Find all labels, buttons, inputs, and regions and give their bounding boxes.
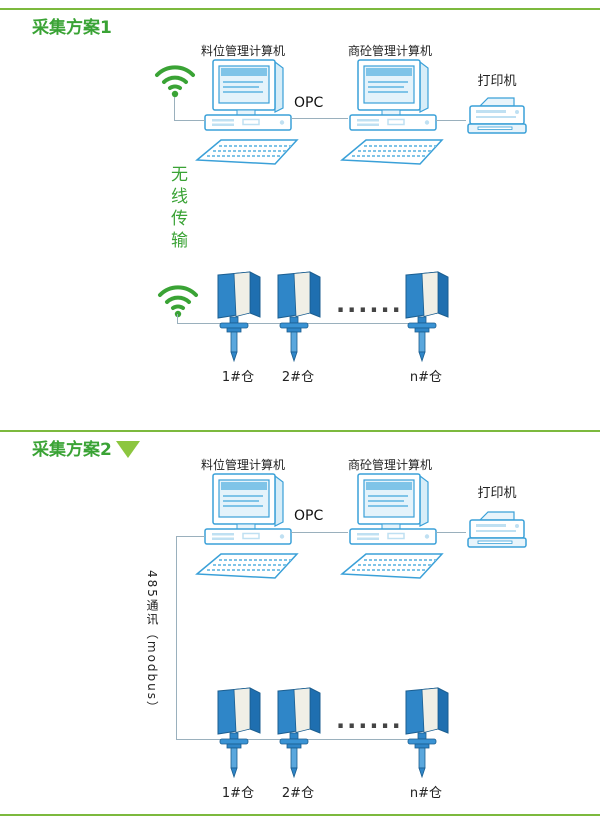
scheme2-computer2-label: 商砼管理计算机: [347, 458, 432, 472]
printer-link-line: [436, 532, 466, 533]
level-sensor-icon: [270, 684, 326, 779]
computer-icon: [193, 56, 303, 168]
bus-link-line: [176, 536, 205, 537]
scheme2-printer-label: 打印机: [477, 486, 517, 501]
silo-label-n: n#仓: [409, 370, 443, 385]
level-sensor-icon: [210, 684, 266, 779]
ellipsis-more-sensors: ......: [336, 290, 403, 318]
level-sensor-icon: [210, 268, 266, 363]
silo-label-1: 1#仓: [221, 786, 255, 801]
scheme1-computer1-label: 料位管理计算机: [200, 44, 285, 58]
rs485-modbus-label: 485通讯（modbus）: [145, 570, 159, 716]
wifi-link-line: [174, 120, 205, 121]
scheme1-computer2-label: 商砼管理计算机: [347, 44, 432, 58]
silo-label-1: 1#仓: [221, 370, 255, 385]
silo-label-n: n#仓: [409, 786, 443, 801]
scheme2-title: 采集方案2: [32, 440, 112, 460]
computer-icon: [338, 56, 448, 168]
wifi-icon: [155, 278, 201, 318]
opc-link-line: [291, 532, 348, 533]
bottom-divider-line: [0, 814, 600, 816]
wifi-link-line: [174, 97, 175, 121]
wifi-link-line: [177, 314, 178, 323]
printer-link-line: [436, 120, 466, 121]
printer-icon: [466, 510, 528, 552]
top-divider-line: [0, 8, 600, 10]
printer-icon: [466, 96, 528, 138]
opc-link-line: [291, 118, 348, 119]
scheme2-computer1-label: 料位管理计算机: [200, 458, 285, 472]
triangle-down-icon: [116, 441, 140, 458]
ellipsis-more-sensors: ......: [336, 706, 403, 734]
silo-label-2: 2#仓: [281, 370, 315, 385]
computer-icon: [338, 470, 448, 582]
scheme2-opc-label: OPC: [294, 508, 324, 524]
level-sensor-icon: [398, 268, 454, 363]
scheme1-opc-label: OPC: [294, 95, 324, 111]
wireless-transmission-label: 无线传输: [167, 165, 187, 253]
middle-divider-line: [0, 430, 600, 432]
level-sensor-icon: [270, 268, 326, 363]
computer-icon: [193, 470, 303, 582]
silo-label-2: 2#仓: [281, 786, 315, 801]
level-sensor-icon: [398, 684, 454, 779]
wifi-icon: [152, 58, 198, 98]
bus-vertical-line: [176, 536, 177, 739]
scheme1-printer-label: 打印机: [477, 74, 517, 89]
scheme1-title: 采集方案1: [32, 18, 112, 38]
